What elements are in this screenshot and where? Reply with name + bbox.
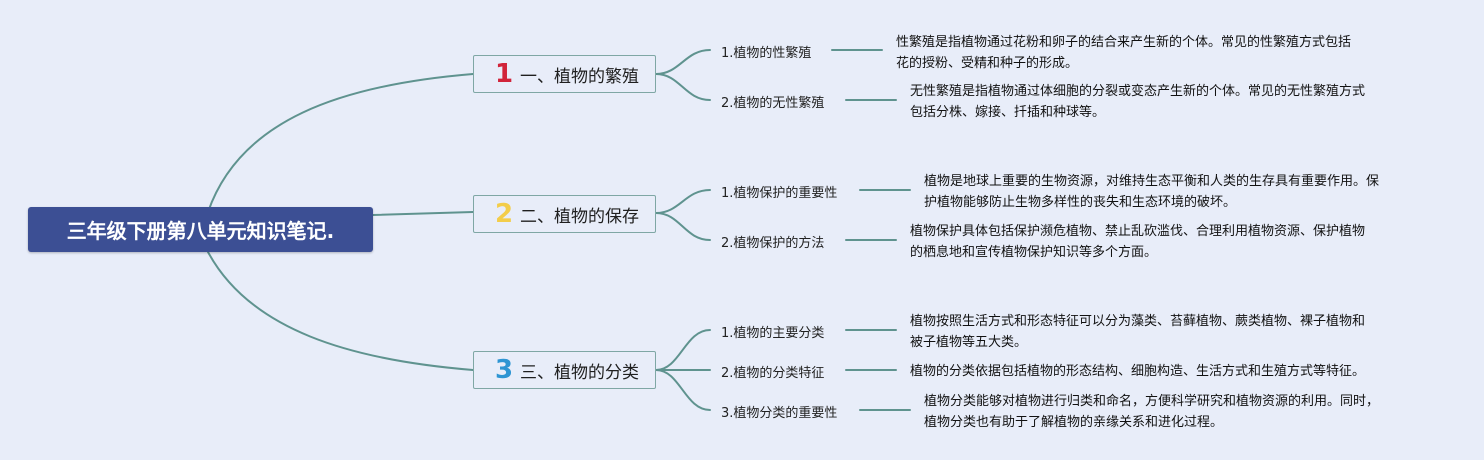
connector-b3-s1 (655, 329, 711, 371)
desc-line: 被子植物等五大类。 (910, 335, 1028, 350)
desc-line: 护植物能够防止生物多样性的丧失和生态环境的破坏。 (924, 195, 1237, 210)
desc-line: 植物保护具体包括保护濒危植物、禁止乱砍滥伐、合理利用植物资源、保护植物 (910, 224, 1366, 239)
number-three-icon: 3 (494, 355, 514, 385)
sub-node-classification-importance[interactable]: 3.植物分类的重要性 (721, 406, 838, 421)
connector-b3-s3 (655, 369, 711, 411)
branch-label: 三、植物的分类 (520, 362, 639, 383)
desc-line: 植物分类也有助于了解植物的亲缘关系和进化过程。 (924, 415, 1224, 430)
branch-node-1[interactable]: 1 一、植物的繁殖 (473, 55, 656, 93)
connector-b2-s2 (655, 212, 711, 241)
desc-sexual-reproduction: 性繁殖是指植物通过花粉和卵子的结合来产生新的个体。常见的性繁殖方式包括 花的授粉… (896, 32, 1351, 74)
sub-node-asexual-reproduction[interactable]: 2.植物的无性繁殖 (721, 96, 825, 111)
connector-b1-s1 (655, 49, 711, 75)
number-one-icon: 1 (494, 59, 514, 89)
desc-main-classification: 植物按照生活方式和形态特征可以分为藻类、苔藓植物、蕨类植物、裸子植物和 被子植物… (910, 311, 1365, 353)
number-two-icon: 2 (494, 199, 514, 229)
desc-line: 性繁殖是指植物通过花粉和卵子的结合来产生新的个体。常见的性繁殖方式包括 (896, 35, 1352, 50)
connector-root-branch-2 (372, 211, 474, 216)
root-node[interactable]: 三年级下册第八单元知识笔记. (28, 207, 373, 252)
connector-root-branch-1 (207, 73, 474, 213)
branch-node-2[interactable]: 2 二、植物的保存 (473, 195, 656, 233)
desc-line: 植物分类能够对植物进行归类和命名，方便科学研究和植物资源的利用。同时， (924, 394, 1380, 409)
desc-classification-features: 植物的分类依据包括植物的形态结构、细胞构造、生活方式和生殖方式等特征。 (910, 361, 1365, 382)
sub-node-main-classification[interactable]: 1.植物的主要分类 (721, 326, 825, 341)
desc-protection-methods: 植物保护具体包括保护濒危植物、禁止乱砍滥伐、合理利用植物资源、保护植物 的栖息地… (910, 221, 1365, 263)
desc-classification-importance: 植物分类能够对植物进行归类和命名，方便科学研究和植物资源的利用。同时， 植物分类… (924, 391, 1379, 433)
desc-line: 花的授粉、受精和种子的形成。 (896, 56, 1079, 71)
sub-node-protection-methods[interactable]: 2.植物保护的方法 (721, 236, 825, 251)
desc-line: 包括分株、嫁接、扦插和种球等。 (910, 105, 1106, 120)
connector-root-branch-3 (207, 251, 474, 371)
desc-line: 植物是地球上重要的生物资源，对维持生态平衡和人类的生存具有重要作用。保 (924, 174, 1380, 189)
branch-node-3[interactable]: 3 三、植物的分类 (473, 351, 656, 389)
connector-b1-s2 (655, 73, 711, 101)
sub-node-sexual-reproduction[interactable]: 1.植物的性繁殖 (721, 46, 812, 61)
desc-line: 植物按照生活方式和形态特征可以分为藻类、苔藓植物、蕨类植物、裸子植物和 (910, 314, 1366, 329)
desc-line: 无性繁殖是指植物通过体细胞的分裂或变态产生新的个体。常见的无性繁殖方式 (910, 84, 1366, 99)
root-title: 三年级下册第八单元知识笔记. (66, 219, 335, 243)
desc-line: 的栖息地和宣传植物保护知识等多个方面。 (910, 245, 1158, 260)
branch-label: 一、植物的繁殖 (520, 66, 639, 87)
desc-protection-importance: 植物是地球上重要的生物资源，对维持生态平衡和人类的生存具有重要作用。保 护植物能… (924, 171, 1379, 213)
connector-b2-s1 (655, 189, 711, 214)
sub-node-protection-importance[interactable]: 1.植物保护的重要性 (721, 186, 838, 201)
sub-node-classification-features[interactable]: 2.植物的分类特征 (721, 366, 825, 381)
desc-line: 植物的分类依据包括植物的形态结构、细胞构造、生活方式和生殖方式等特征。 (910, 364, 1366, 379)
desc-asexual-reproduction: 无性繁殖是指植物通过体细胞的分裂或变态产生新的个体。常见的无性繁殖方式 包括分株… (910, 81, 1365, 123)
branch-label: 二、植物的保存 (520, 206, 639, 227)
